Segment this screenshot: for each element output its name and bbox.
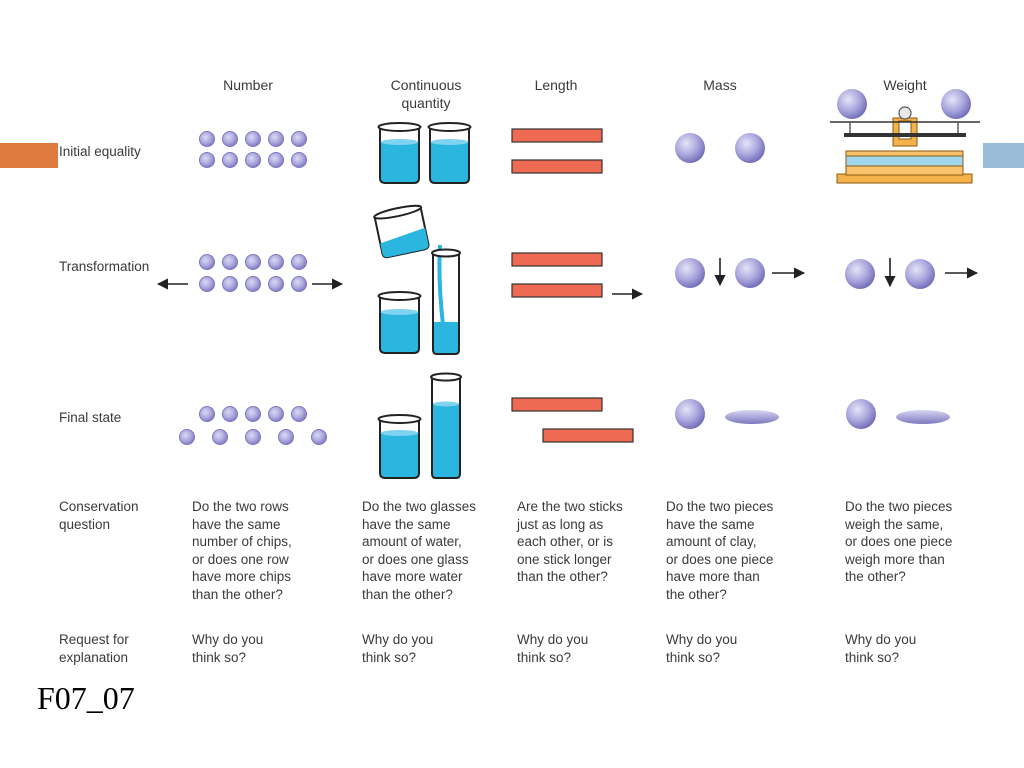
question-mass: Do the two pieces have the same amount o… xyxy=(666,499,774,602)
row-label-initial-equality: Initial equality xyxy=(59,144,141,159)
explanation-continuous-quantity: Why do you think so? xyxy=(362,632,434,665)
row-label-conservation-question: Conservation question xyxy=(59,499,139,532)
right-accent-tab xyxy=(983,143,1024,168)
column-header-continuous-quantity: Continuous quantity xyxy=(390,77,462,111)
glasses-initial xyxy=(377,122,472,184)
column-header-mass: Mass xyxy=(703,77,737,93)
row-label-request-for-explanation: Request for explanation xyxy=(59,632,129,665)
question-continuous-quantity: Do the two glasses have the same amount … xyxy=(362,499,477,602)
question-number: Do the two rows have the same number of … xyxy=(192,499,292,602)
column-header-weight: Weight xyxy=(883,77,927,93)
left-accent-tab xyxy=(0,143,58,168)
glasses-final xyxy=(377,372,462,479)
question-length: Are the two sticks just as long as each … xyxy=(517,499,623,584)
sticks-final xyxy=(511,397,634,443)
weight-final xyxy=(846,399,950,429)
clay-final xyxy=(675,399,779,429)
glasses-transformation xyxy=(373,204,461,355)
weight-balls-transformation xyxy=(845,258,979,289)
number-transformation-chips xyxy=(156,254,344,292)
explanation-length: Why do you think so? xyxy=(517,632,589,665)
number-initial-chips xyxy=(199,131,307,168)
balance-scale-icon xyxy=(830,89,980,184)
clay-balls-transformation xyxy=(675,258,806,288)
figure-id: F07_07 xyxy=(37,680,135,716)
sticks-initial xyxy=(511,128,603,174)
row-label-transformation: Transformation xyxy=(59,259,150,274)
row-label-final-state: Final state xyxy=(59,410,122,425)
sticks-transformation xyxy=(511,252,644,300)
clay-balls-initial xyxy=(675,133,765,163)
column-header-length: Length xyxy=(534,77,578,93)
explanation-mass: Why do you think so? xyxy=(666,632,738,665)
column-header-number: Number xyxy=(223,77,273,93)
explanation-weight: Why do you think so? xyxy=(845,632,917,665)
number-final-chips xyxy=(179,406,327,445)
question-weight: Do the two pieces weigh the same, or doe… xyxy=(845,499,953,584)
explanation-number: Why do you think so? xyxy=(192,632,264,665)
